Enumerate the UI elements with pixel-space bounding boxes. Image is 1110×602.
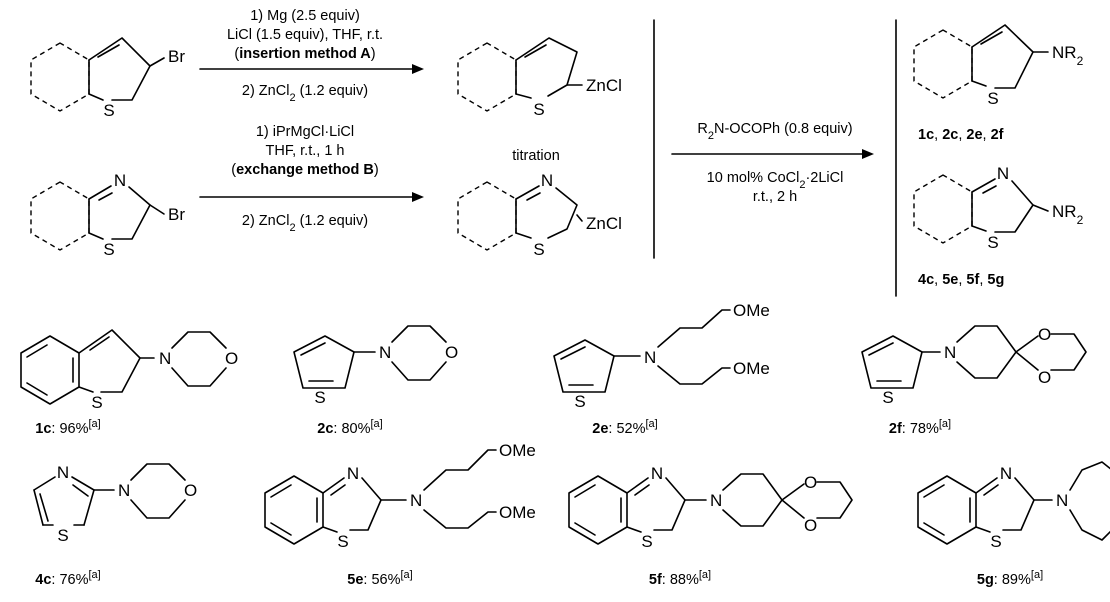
sulfur-atom: S [533, 100, 544, 119]
nitrogen-atom: N [541, 171, 553, 190]
caption-5f: 5f: 88%[a] [649, 569, 711, 588]
svg-text:O: O [225, 349, 238, 368]
sulfur-atom: S [987, 89, 998, 108]
svg-text:(exchange method B): (exchange method B) [231, 162, 378, 178]
svg-text:S: S [882, 388, 893, 407]
product-2c: S N O [293, 325, 458, 407]
svg-text:N: N [57, 463, 69, 482]
svg-text:OMe: OMe [499, 503, 536, 522]
svg-text:O: O [804, 516, 817, 535]
svg-text:N: N [379, 343, 391, 362]
svg-text:S: S [990, 532, 1001, 551]
svg-text:S: S [91, 393, 102, 412]
svg-text:N: N [944, 343, 956, 362]
svg-text:N: N [644, 348, 656, 367]
svg-text:O: O [1038, 368, 1051, 387]
sm-bromothiophene: S Br [30, 37, 185, 120]
svg-text:2) ZnCl2 (1.2 equiv): 2) ZnCl2 (1.2 equiv) [242, 213, 368, 234]
product-2e: S N OMe OMe [553, 301, 770, 411]
svg-text:N: N [710, 491, 722, 510]
method-b-conditions: 1) iPrMgCl·LiCl THF, r.t., 1 h (exchange… [199, 124, 424, 234]
product-1c: S N O [20, 329, 238, 412]
sulfur-atom: S [103, 101, 114, 120]
svg-text:2) ZnCl2 (1.2 equiv): 2) ZnCl2 (1.2 equiv) [242, 83, 368, 104]
zinc-thiophene: S ZnCl [457, 37, 622, 119]
svg-text:1) iPrMgCl·LiCl: 1) iPrMgCl·LiCl [256, 124, 354, 140]
sulfur-atom: S [533, 240, 544, 259]
svg-text:S: S [57, 526, 68, 545]
svg-text:R2N-OCOPh (0.8 equiv): R2N-OCOPh (0.8 equiv) [697, 121, 852, 142]
product-aminothiophene: S NR2 [913, 24, 1084, 108]
svg-text:THF, r.t., 1 h: THF, r.t., 1 h [266, 143, 345, 159]
svg-text:r.t., 2 h: r.t., 2 h [753, 189, 797, 205]
svg-text:N: N [1000, 464, 1012, 483]
svg-text:N: N [347, 464, 359, 483]
svg-text:S: S [314, 388, 325, 407]
svg-text:N: N [410, 491, 422, 510]
svg-text:N: N [651, 464, 663, 483]
svg-text:OMe: OMe [733, 301, 770, 320]
amine-group: NR2 [1052, 202, 1084, 227]
svg-text:LiCl (1.5 equiv), THF, r.t.: LiCl (1.5 equiv), THF, r.t. [227, 27, 383, 43]
svg-text:N: N [1056, 491, 1068, 510]
titration-label: titration [512, 148, 560, 164]
svg-text:(insertion method A): (insertion method A) [234, 46, 375, 62]
sulfur-atom: S [987, 233, 998, 252]
caption-2f: 2f: 78%[a] [889, 418, 951, 437]
zincchloride-group: ZnCl [586, 214, 622, 233]
svg-text:10 mol% CoCl2·2LiCl: 10 mol% CoCl2·2LiCl [707, 170, 844, 191]
product-5g: N S N [917, 461, 1110, 551]
nitrogen-atom: N [997, 164, 1009, 183]
product-5e: N S N OMe OMe [264, 441, 536, 551]
nitrogen-atom: N [114, 171, 126, 190]
svg-text:O: O [804, 473, 817, 492]
svg-text:S: S [641, 532, 652, 551]
amination-conditions: R2N-OCOPh (0.8 equiv) 10 mol% CoCl2·2LiC… [671, 121, 874, 205]
product-5f: N S N O O [568, 464, 853, 551]
product-list-thiophene: 1c, 2c, 2e, 2f [918, 127, 1004, 143]
svg-text:N: N [118, 481, 130, 500]
product-2f: S N O O [861, 325, 1087, 407]
caption-5e: 5e: 56%[a] [347, 569, 412, 588]
caption-4c: 4c: 76%[a] [35, 569, 100, 588]
svg-text:N: N [159, 349, 171, 368]
method-a-conditions: 1) Mg (2.5 equiv) LiCl (1.5 equiv), THF,… [199, 8, 424, 104]
caption-5g: 5g: 89%[a] [977, 569, 1043, 588]
svg-text:O: O [445, 343, 458, 362]
caption-2c: 2c: 80%[a] [317, 418, 382, 437]
svg-text:1) Mg (2.5 equiv): 1) Mg (2.5 equiv) [250, 8, 360, 24]
sm-bromothiazole: N S Br [30, 171, 185, 259]
zincchloride-group: ZnCl [586, 76, 622, 95]
svg-text:S: S [574, 392, 585, 411]
caption-1c: 1c: 96%[a] [35, 418, 100, 437]
caption-2e: 2e: 52%[a] [592, 418, 657, 437]
svg-text:O: O [184, 481, 197, 500]
product-list-thiazole: 4c, 5e, 5f, 5g [918, 272, 1004, 288]
svg-text:S: S [337, 532, 348, 551]
zinc-thiazole: N S ZnCl [457, 171, 622, 259]
svg-text:OMe: OMe [733, 359, 770, 378]
amine-group: NR2 [1052, 43, 1084, 68]
product-aminothiazole: N S NR2 [913, 164, 1084, 252]
bromine-atom: Br [168, 47, 185, 66]
svg-text:O: O [1038, 325, 1051, 344]
bromine-atom: Br [168, 205, 185, 224]
product-4c: N S N O [33, 463, 197, 545]
svg-text:OMe: OMe [499, 441, 536, 460]
sulfur-atom: S [103, 240, 114, 259]
